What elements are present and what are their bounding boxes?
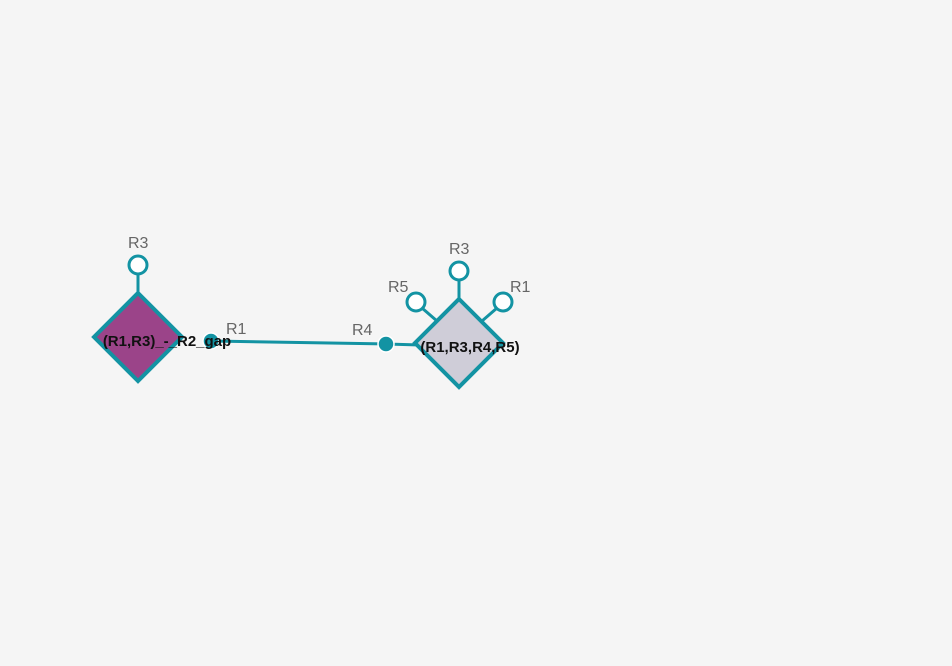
- port-label-r3: R3: [128, 235, 149, 252]
- port-r1-open-circle[interactable]: [492, 291, 514, 313]
- node-label: (R1,R3)_-_R2_gap: [103, 333, 231, 350]
- port-r3-open-circle[interactable]: [127, 254, 149, 276]
- node-left[interactable]: R3 R1 (R1,R3)_-_R2_gap: [91, 235, 247, 384]
- port-stub-r1: [481, 306, 498, 323]
- port-label-r3: R3: [449, 241, 470, 258]
- node-diamond-shape[interactable]: [91, 290, 185, 384]
- port-r5-open-circle[interactable]: [405, 291, 427, 313]
- node-right[interactable]: R3 R5 R1 R4 (R1,R3,R4,R5): [352, 241, 531, 390]
- port-r1-filled-dot[interactable]: [202, 332, 220, 350]
- port-r4-filled-dot[interactable]: [377, 335, 395, 353]
- node-label: (R1,R3,R4,R5): [420, 339, 519, 356]
- port-label-r1: R1: [226, 321, 247, 338]
- node-diamond-shape[interactable]: [412, 296, 506, 390]
- port-r3-open-circle[interactable]: [448, 260, 470, 282]
- edge-left-r1-to-right-r4[interactable]: [210, 339, 387, 346]
- port-label-r1: R1: [510, 279, 531, 296]
- port-stub-r5: [421, 306, 438, 323]
- port-label-r4: R4: [352, 322, 373, 339]
- port-label-r5: R5: [388, 279, 409, 296]
